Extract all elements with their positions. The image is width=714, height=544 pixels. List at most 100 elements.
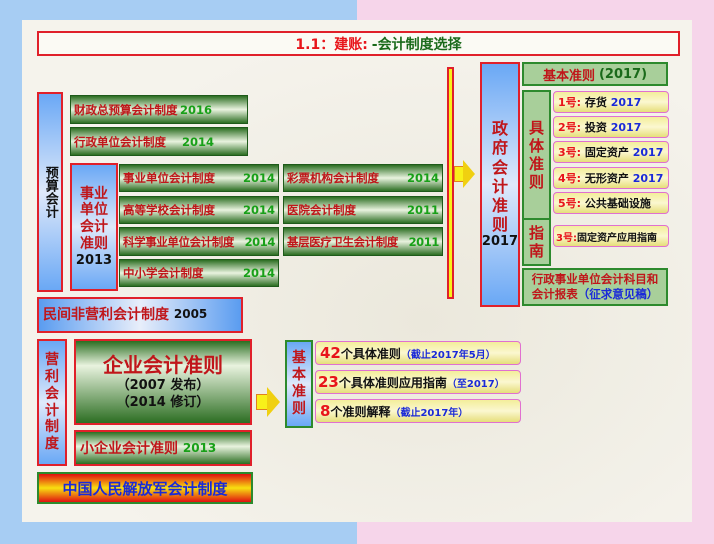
- col2-item[interactable]: 彩票机构会计制度 2014: [283, 164, 443, 192]
- profit-accounting-label: 营利会计制度: [37, 339, 67, 466]
- item-no: 3号:: [556, 232, 577, 244]
- item-year: 2017: [632, 171, 664, 185]
- arrow-head-icon: [267, 387, 280, 417]
- subjects-and-reports[interactable]: 行政事业单位会计科目和 会计报表（征求意见稿）: [522, 268, 668, 306]
- item-year: 2017: [610, 95, 642, 109]
- small-name: 小企业会计准则: [80, 441, 178, 457]
- item-name: 固定资产: [584, 146, 629, 159]
- item-year: 2014: [242, 171, 275, 185]
- item-year: 2017: [632, 145, 664, 159]
- gov-basic-standard[interactable]: 基本准则 (2017): [522, 62, 668, 86]
- item-note: （截止2017年5月）: [400, 349, 496, 361]
- item-num: 42: [320, 344, 341, 362]
- item-text: 个具体准则应用指南: [338, 375, 447, 390]
- item-no: 1号:: [558, 96, 582, 109]
- bracket-bar: [447, 67, 454, 299]
- institution-label: 事业单位会计准则: [80, 185, 108, 252]
- small-year: 2013: [182, 441, 217, 455]
- item-note: （截止2017年）: [390, 407, 469, 419]
- enterprise-standards[interactable]: 企业会计准则 （2007 发布） （2014 修订）: [74, 339, 252, 425]
- item-num: 23: [318, 373, 339, 391]
- basic-rules-label: 基本准则: [285, 340, 313, 428]
- specific-label-text: 具体准则: [528, 119, 544, 191]
- budget-item[interactable]: 行政单位会计制度 2014: [70, 127, 248, 156]
- specific-item[interactable]: 1号: 存货 2017: [553, 91, 669, 113]
- arrow-right-icon: [256, 394, 268, 410]
- item-no: 5号:: [558, 197, 582, 210]
- item-name: 基层医疗卫生会计制度: [287, 234, 398, 249]
- gov-standard-box: 政府会计准则 2017: [480, 62, 520, 307]
- npo-system[interactable]: 民间非营利会计制度 2005: [37, 297, 243, 333]
- institution-year: 2013: [75, 252, 113, 268]
- enterprise-name: 企业会计准则: [103, 353, 223, 378]
- arrow-head-icon: [463, 160, 475, 188]
- item-no: 2号:: [558, 121, 582, 134]
- item-year: 2014: [242, 266, 275, 280]
- item-text: 个具体准则: [340, 346, 401, 361]
- enterprise-revised: （2014 修订）: [116, 394, 210, 410]
- subjects-line1: 行政事业单位会计科目和: [531, 272, 659, 287]
- col1-item[interactable]: 事业单位会计制度 2014: [119, 164, 279, 192]
- specific-item[interactable]: 5号: 公共基础设施: [553, 192, 669, 214]
- item-name: 彩票机构会计制度: [287, 171, 379, 185]
- item-year: 2014: [181, 134, 214, 149]
- guide-item[interactable]: 3号:固定资产应用指南: [553, 225, 669, 247]
- item-name: 事业单位会计制度: [123, 171, 215, 185]
- item-year: 2016: [179, 102, 212, 117]
- institution-standard-box: 事业单位会计准则 2013: [70, 163, 118, 291]
- budget-label-text: 预算会计: [42, 166, 58, 218]
- col1-item[interactable]: 科学事业单位会计制度 2014: [119, 227, 279, 256]
- basic-year: (2017): [598, 66, 648, 82]
- npo-year: 2005: [173, 307, 208, 322]
- item-name: 公共基础设施: [584, 197, 651, 210]
- item-year: 2014: [242, 203, 275, 217]
- item-name: 投资: [584, 121, 607, 134]
- budget-accounting-label: 预算会计: [37, 92, 63, 292]
- item-year: 2014: [406, 171, 439, 185]
- gov-label: 政府会计准则: [491, 119, 508, 235]
- item-year: 2017: [610, 120, 642, 134]
- specific-item[interactable]: 3号: 固定资产 2017: [553, 141, 669, 163]
- npo-name: 民间非营利会计制度: [43, 306, 169, 323]
- item-name: 行政单位会计制度: [74, 134, 166, 149]
- item-name: 无形资产: [584, 172, 629, 185]
- item-name: 科学事业单位会计制度: [123, 234, 234, 249]
- guide-label: 指南: [522, 218, 551, 266]
- specific-item[interactable]: 2号: 投资 2017: [553, 116, 669, 138]
- item-no: 3号:: [558, 146, 582, 159]
- item-year: 2011: [408, 234, 440, 249]
- item-name: 固定资产应用指南: [576, 232, 657, 244]
- small-enterprise-standards[interactable]: 小企业会计准则 2013: [74, 430, 252, 466]
- guide-label-text: 指南: [528, 224, 544, 260]
- specific-standards-label: 具体准则: [522, 90, 551, 220]
- subjects-line2: 会计报表: [531, 287, 578, 301]
- title-prefix: 1.1：建账:: [295, 36, 368, 53]
- title-box: 1.1：建账: -会计制度选择: [37, 31, 680, 56]
- col2-item[interactable]: 基层医疗卫生会计制度 2011: [283, 227, 443, 256]
- enterprise-published: （2007 发布）: [116, 378, 210, 394]
- pla-system[interactable]: 中国人民解放军会计制度: [37, 472, 253, 504]
- col1-item[interactable]: 中小学会计制度 2014: [119, 259, 279, 287]
- subjects-note: （征求意见稿）: [577, 287, 659, 301]
- item-year: 2011: [406, 203, 439, 217]
- item-year: 2014: [244, 234, 276, 249]
- item-name: 中小学会计制度: [123, 266, 204, 280]
- item-note: （至2017）: [446, 378, 505, 390]
- item-num: 8: [320, 402, 331, 420]
- title-suffix: -会计制度选择: [371, 36, 462, 53]
- col2-item[interactable]: 医院会计制度 2011: [283, 196, 443, 224]
- specific-item[interactable]: 4号: 无形资产 2017: [553, 167, 669, 189]
- item-name: 存货: [584, 96, 607, 109]
- arrow-right-icon: [454, 166, 464, 182]
- item-no: 4号:: [558, 172, 582, 185]
- gov-year: 2017: [481, 234, 519, 250]
- profit-label-text: 营利会计制度: [45, 352, 59, 453]
- item-name: 财政总预算会计制度: [74, 102, 178, 117]
- item-name: 医院会计制度: [287, 203, 356, 217]
- item-text: 个准则解释: [330, 404, 391, 419]
